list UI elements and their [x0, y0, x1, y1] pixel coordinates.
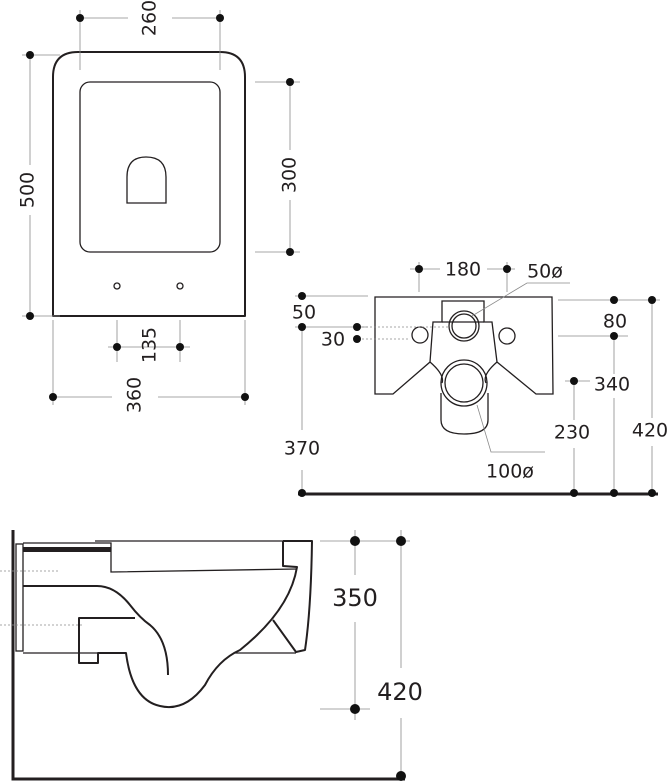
side-view: 350 420	[0, 530, 423, 781]
dimension-label-500: 500	[17, 172, 39, 208]
top-view-outline	[52, 51, 246, 317]
wall-and-floor	[11, 530, 405, 781]
dimension-label-135: 135	[139, 327, 161, 363]
bowl-profile	[78, 540, 313, 708]
seat-hinge-bar	[23, 547, 111, 552]
inlet-pipe	[448, 310, 480, 342]
rear-view-outline	[374, 296, 554, 395]
wall-plate	[15, 543, 24, 652]
fixing-hole	[498, 327, 516, 345]
dimension-label-340: 340	[594, 374, 630, 396]
dimension-label-360: 360	[124, 377, 146, 413]
fixing-hole	[411, 326, 429, 344]
seat-lid-outline	[79, 81, 221, 253]
seat-opening	[126, 156, 167, 204]
dimension-label-50-diameter: 50ø	[527, 261, 563, 283]
outlet-pipe	[440, 359, 488, 407]
fixing-hole	[113, 282, 121, 290]
dimension-label-180: 180	[445, 259, 481, 281]
dimension-label-30: 30	[321, 329, 345, 351]
dimension-label-350: 350	[332, 584, 378, 612]
dimension-label-80: 80	[603, 311, 627, 333]
rear-view: 180 50ø 50 370 30 80 340 230 420 100ø	[284, 259, 668, 497]
dimension-label-230: 230	[554, 422, 590, 444]
dimension-label-420-side: 420	[377, 678, 423, 706]
dimension-label-370: 370	[284, 438, 320, 460]
dimension-label-100-diameter: 100ø	[486, 461, 534, 483]
dimension-dot	[216, 14, 224, 22]
dimension-label-50: 50	[292, 302, 316, 324]
dimension-label-420: 420	[632, 420, 668, 442]
dimension-dot	[76, 14, 84, 22]
dimension-label-300: 300	[279, 157, 301, 193]
top-view: 260 500 300 135 360	[17, 0, 301, 413]
dimension-label-260: 260	[139, 0, 161, 36]
fixing-hole	[176, 282, 184, 290]
